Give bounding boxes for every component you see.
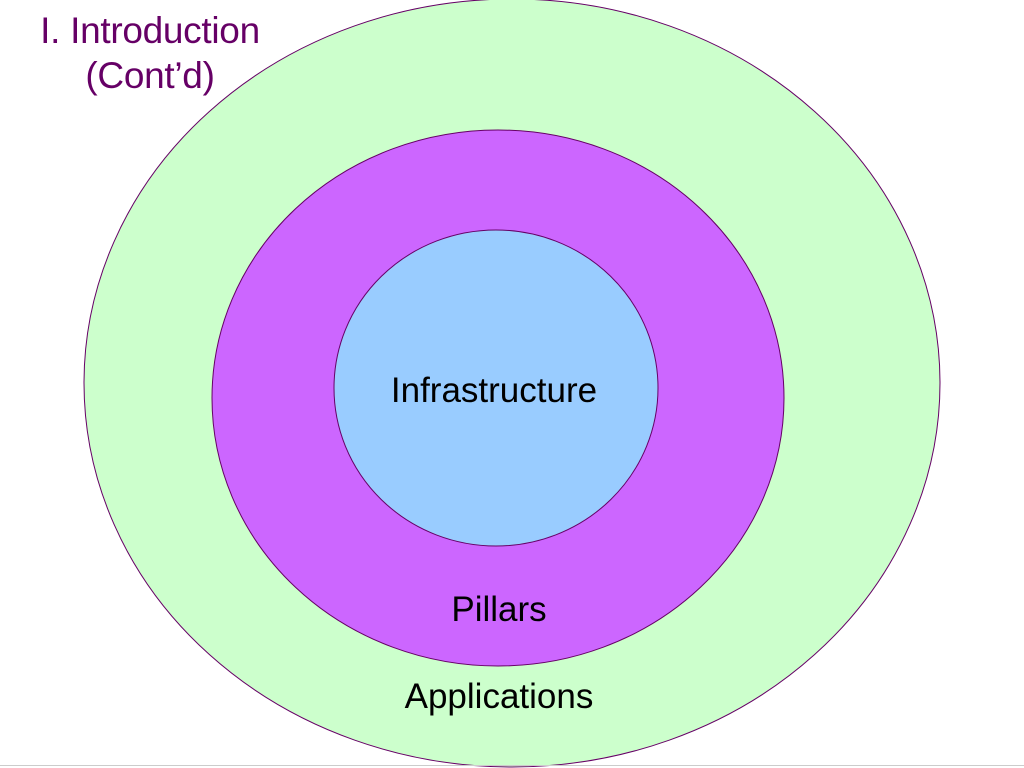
label-pillars: Pillars: [451, 590, 546, 629]
label-infrastructure: Infrastructure: [391, 371, 597, 410]
ring-infrastructure: [333, 229, 659, 547]
title-line-2: (Cont’d): [85, 55, 215, 96]
title-line-1: I. Introduction: [40, 10, 260, 51]
slide-title: I. Introduction (Cont’d): [10, 8, 290, 98]
bottom-divider: [0, 765, 1024, 766]
label-applications: Applications: [405, 677, 594, 716]
